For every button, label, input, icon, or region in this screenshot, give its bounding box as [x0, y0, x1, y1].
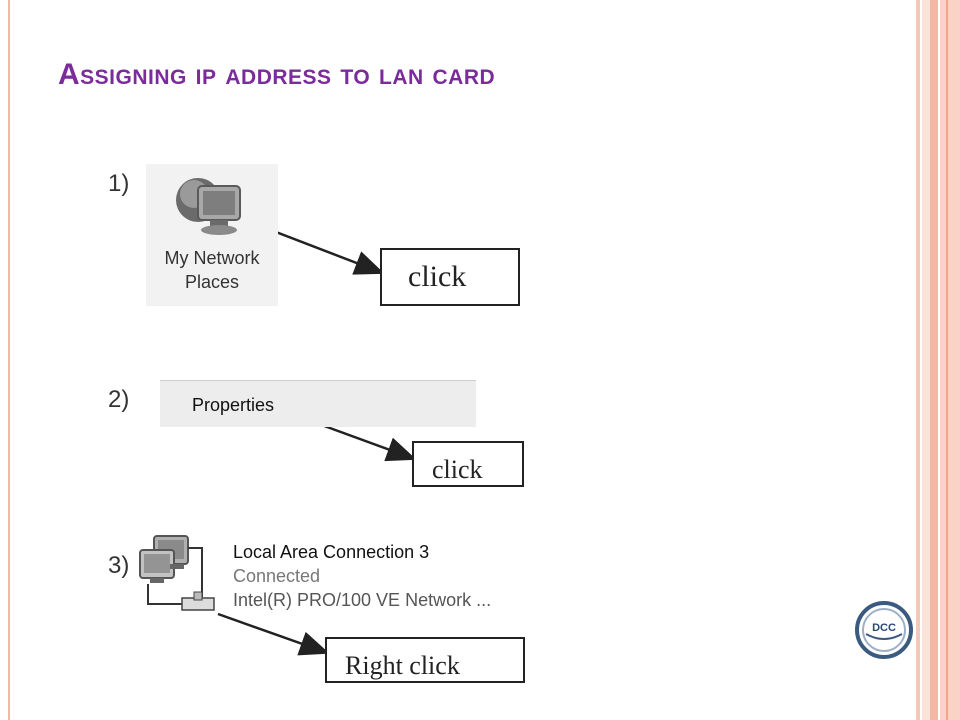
step-number: 1) [108, 170, 130, 197]
slide-border-right [916, 0, 920, 720]
connection-device: Intel(R) PRO/100 VE Network ... [233, 590, 492, 610]
step-number: 2) [108, 386, 130, 413]
step-number: 3) [108, 552, 130, 579]
callout-box: click [412, 441, 524, 487]
slide-border-right [922, 0, 930, 720]
slide-border-right [946, 0, 948, 720]
my-network-places-shortcut[interactable]: My Network Places [146, 164, 278, 306]
callout-text: click [432, 455, 483, 484]
slide-border-right [940, 0, 960, 720]
logo-text: DCC [872, 622, 896, 634]
slide-title: Assigning ip address to lan card [58, 58, 496, 91]
arrow-step3 [217, 612, 330, 656]
callout-text: Right click [345, 651, 460, 680]
menu-item-properties[interactable]: Properties [192, 395, 275, 415]
callout-text: click [408, 260, 467, 293]
callout-box: click [380, 248, 520, 306]
dcc-seal-logo: DCC [855, 601, 913, 659]
callout-box: Right click [325, 637, 525, 683]
context-menu: Properties [160, 380, 476, 427]
slide-border-right [930, 0, 938, 720]
connection-details: Local Area Connection 3 Connected Intel(… [233, 540, 491, 612]
icon-label-line: Places [184, 272, 240, 292]
lan-connection-icon[interactable] [136, 534, 226, 620]
slide-border-left [8, 0, 10, 720]
connection-status: Connected [233, 566, 321, 586]
network-computer-icon [176, 178, 241, 235]
connection-name: Local Area Connection 3 [233, 542, 430, 562]
icon-label-line: My Network [164, 248, 260, 268]
